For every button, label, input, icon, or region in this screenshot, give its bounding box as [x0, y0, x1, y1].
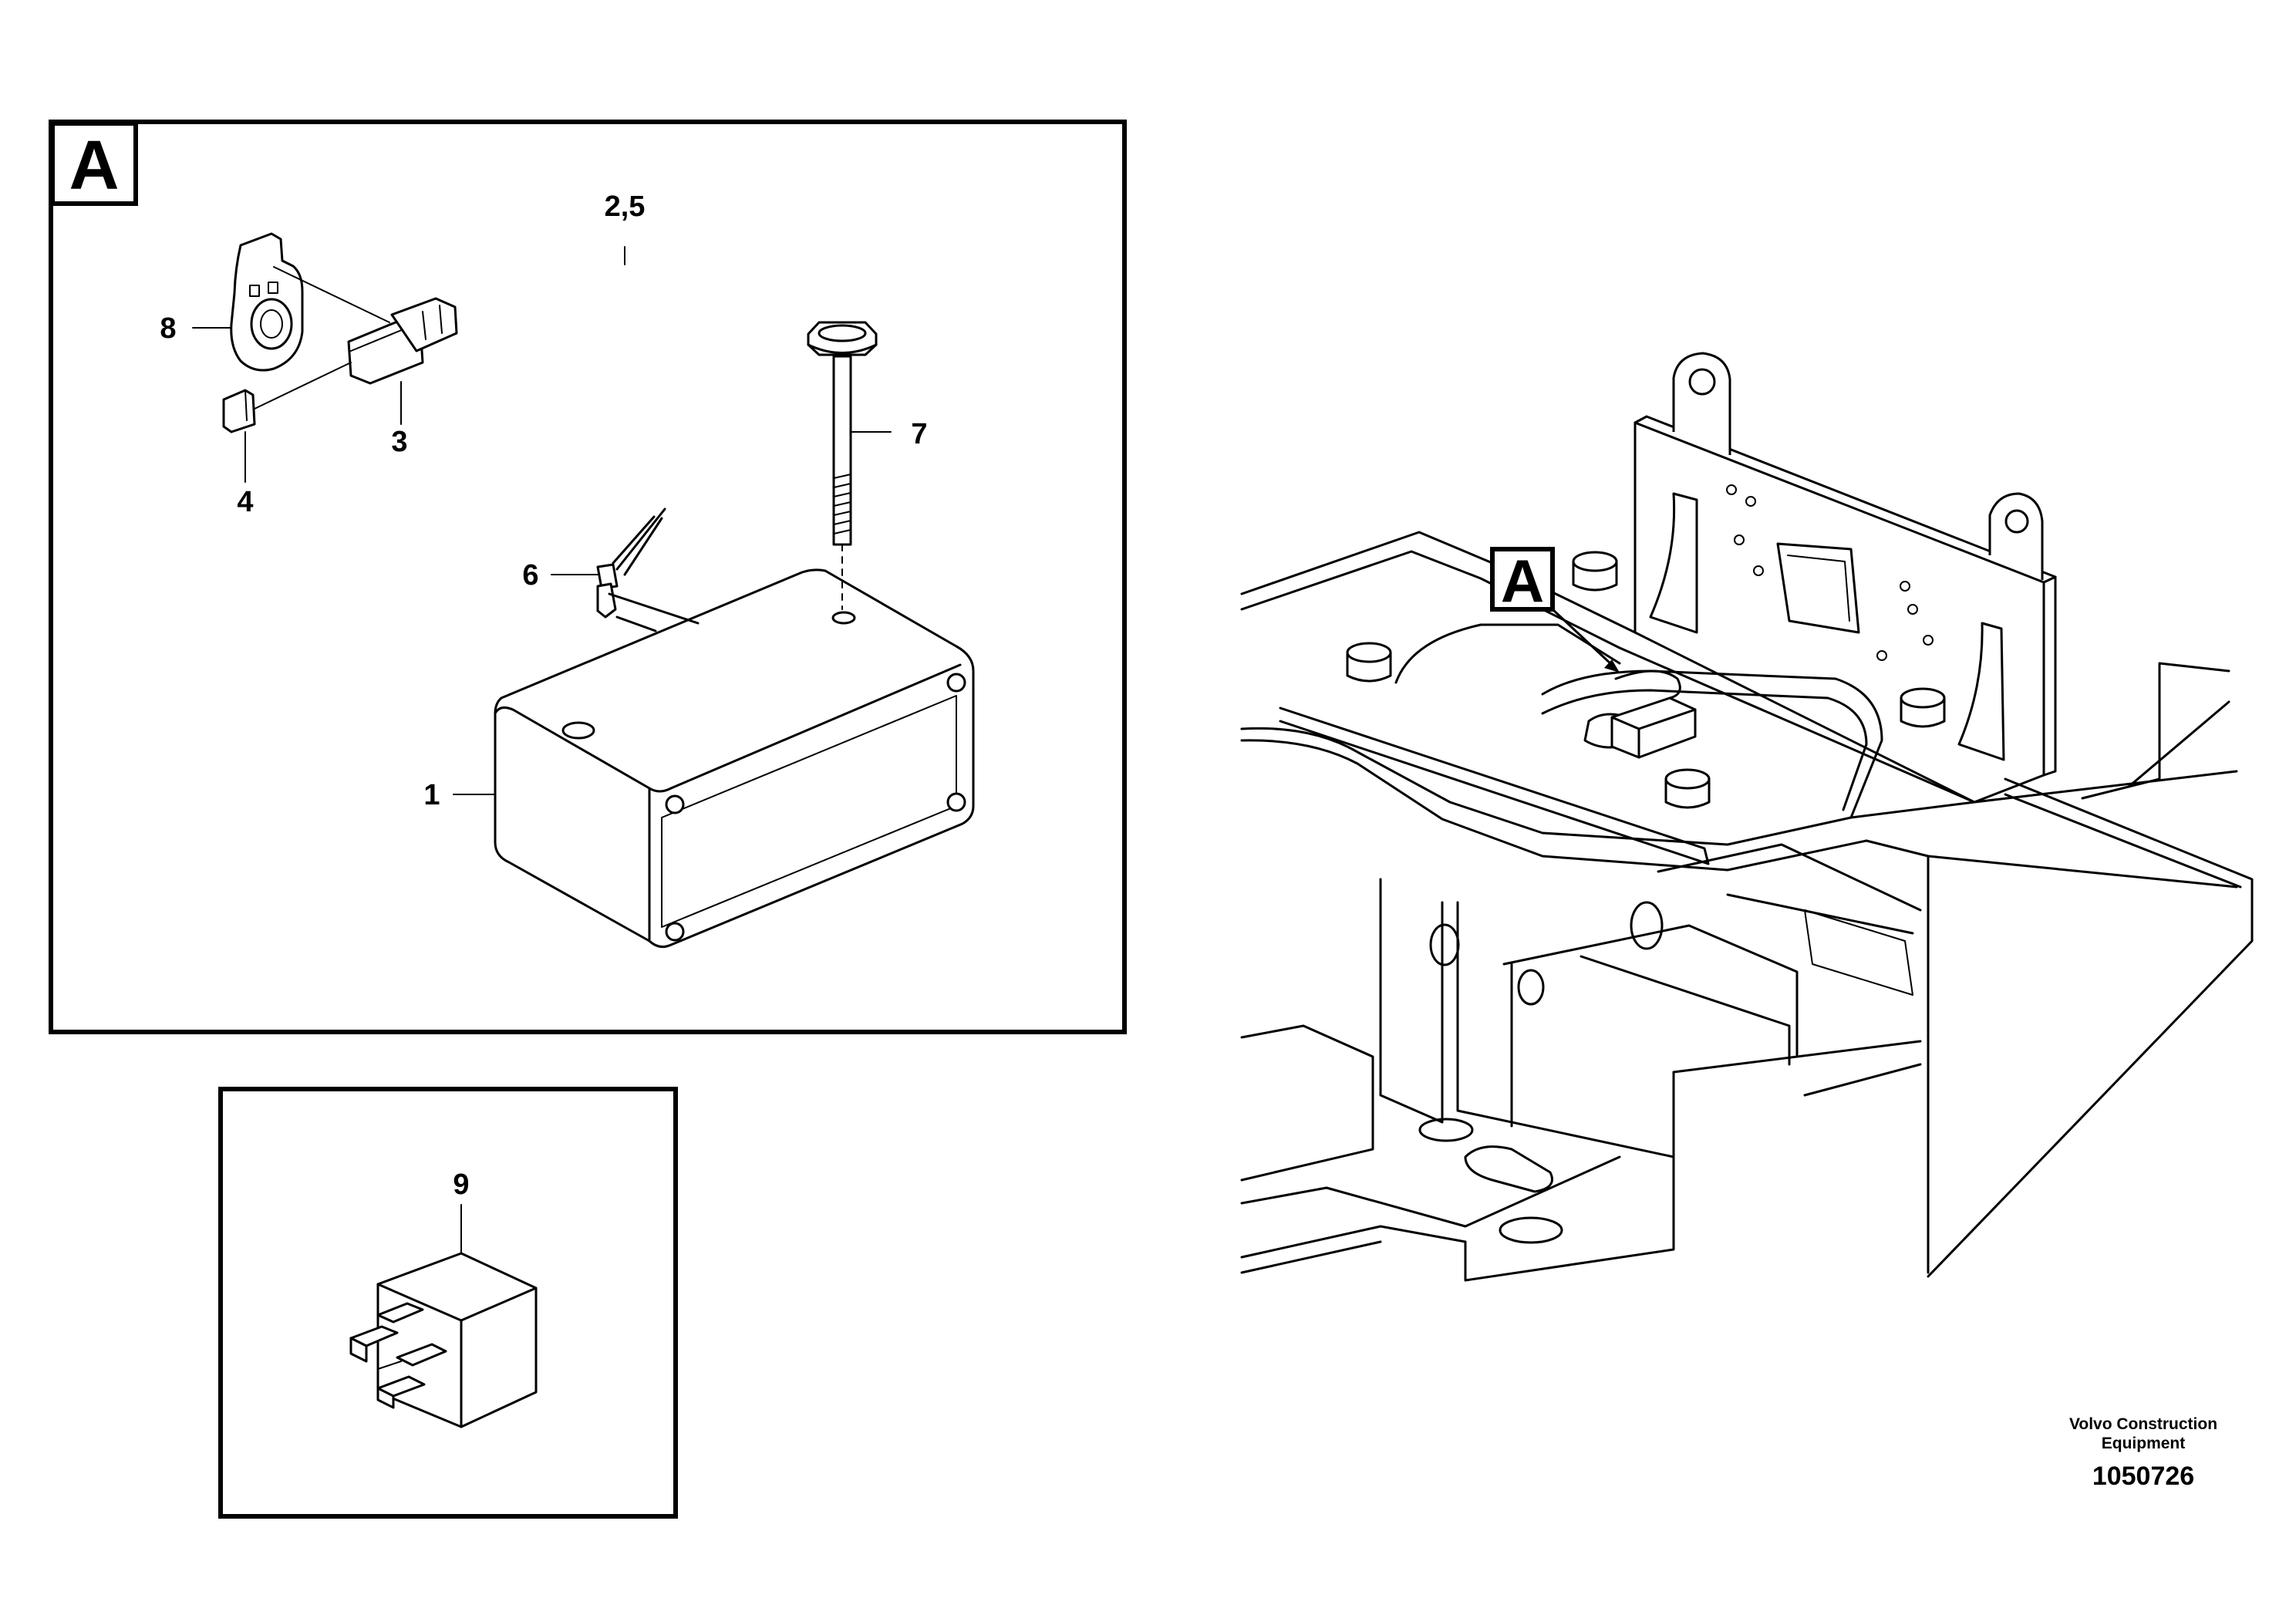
- overview-control-unit: [1610, 696, 1697, 759]
- wiring-harness: [419, 246, 756, 632]
- control-unit-box: [494, 568, 975, 949]
- publisher-name-line-1: Volvo Construction: [2069, 1415, 2217, 1433]
- connector-cap: [222, 389, 256, 433]
- detail-a-panel: A: [49, 120, 1127, 1034]
- callout-9: 9: [453, 1168, 469, 1201]
- bolt: [807, 321, 892, 610]
- callout-4: 4: [237, 486, 253, 518]
- relay-frame: [218, 1087, 678, 1519]
- overview-tag: A: [1501, 547, 1544, 615]
- callout-3: 3: [391, 426, 407, 458]
- connector: [347, 297, 458, 385]
- callout-6: 6: [522, 559, 538, 592]
- document-number: 1050726: [2092, 1462, 2194, 1491]
- callout-7: 7: [911, 418, 927, 450]
- overview-tag-box: [1490, 547, 1555, 612]
- callout-2-5: 2,5: [605, 191, 646, 223]
- callout-1: 1: [423, 779, 440, 811]
- engine-mounts: [1346, 551, 1946, 809]
- relay: [349, 1252, 538, 1428]
- leader-lines: [192, 266, 599, 795]
- publisher-name-line-2: Equipment: [2102, 1435, 2186, 1452]
- relay-panel: 9: [218, 1087, 678, 1519]
- machine-frame-overview: A: [1240, 352, 2254, 1282]
- mounting-bracket: [230, 232, 304, 372]
- detail-a-tag: A: [69, 127, 120, 204]
- callout-8: 8: [160, 312, 176, 345]
- detail-a-tag-box: [50, 121, 138, 206]
